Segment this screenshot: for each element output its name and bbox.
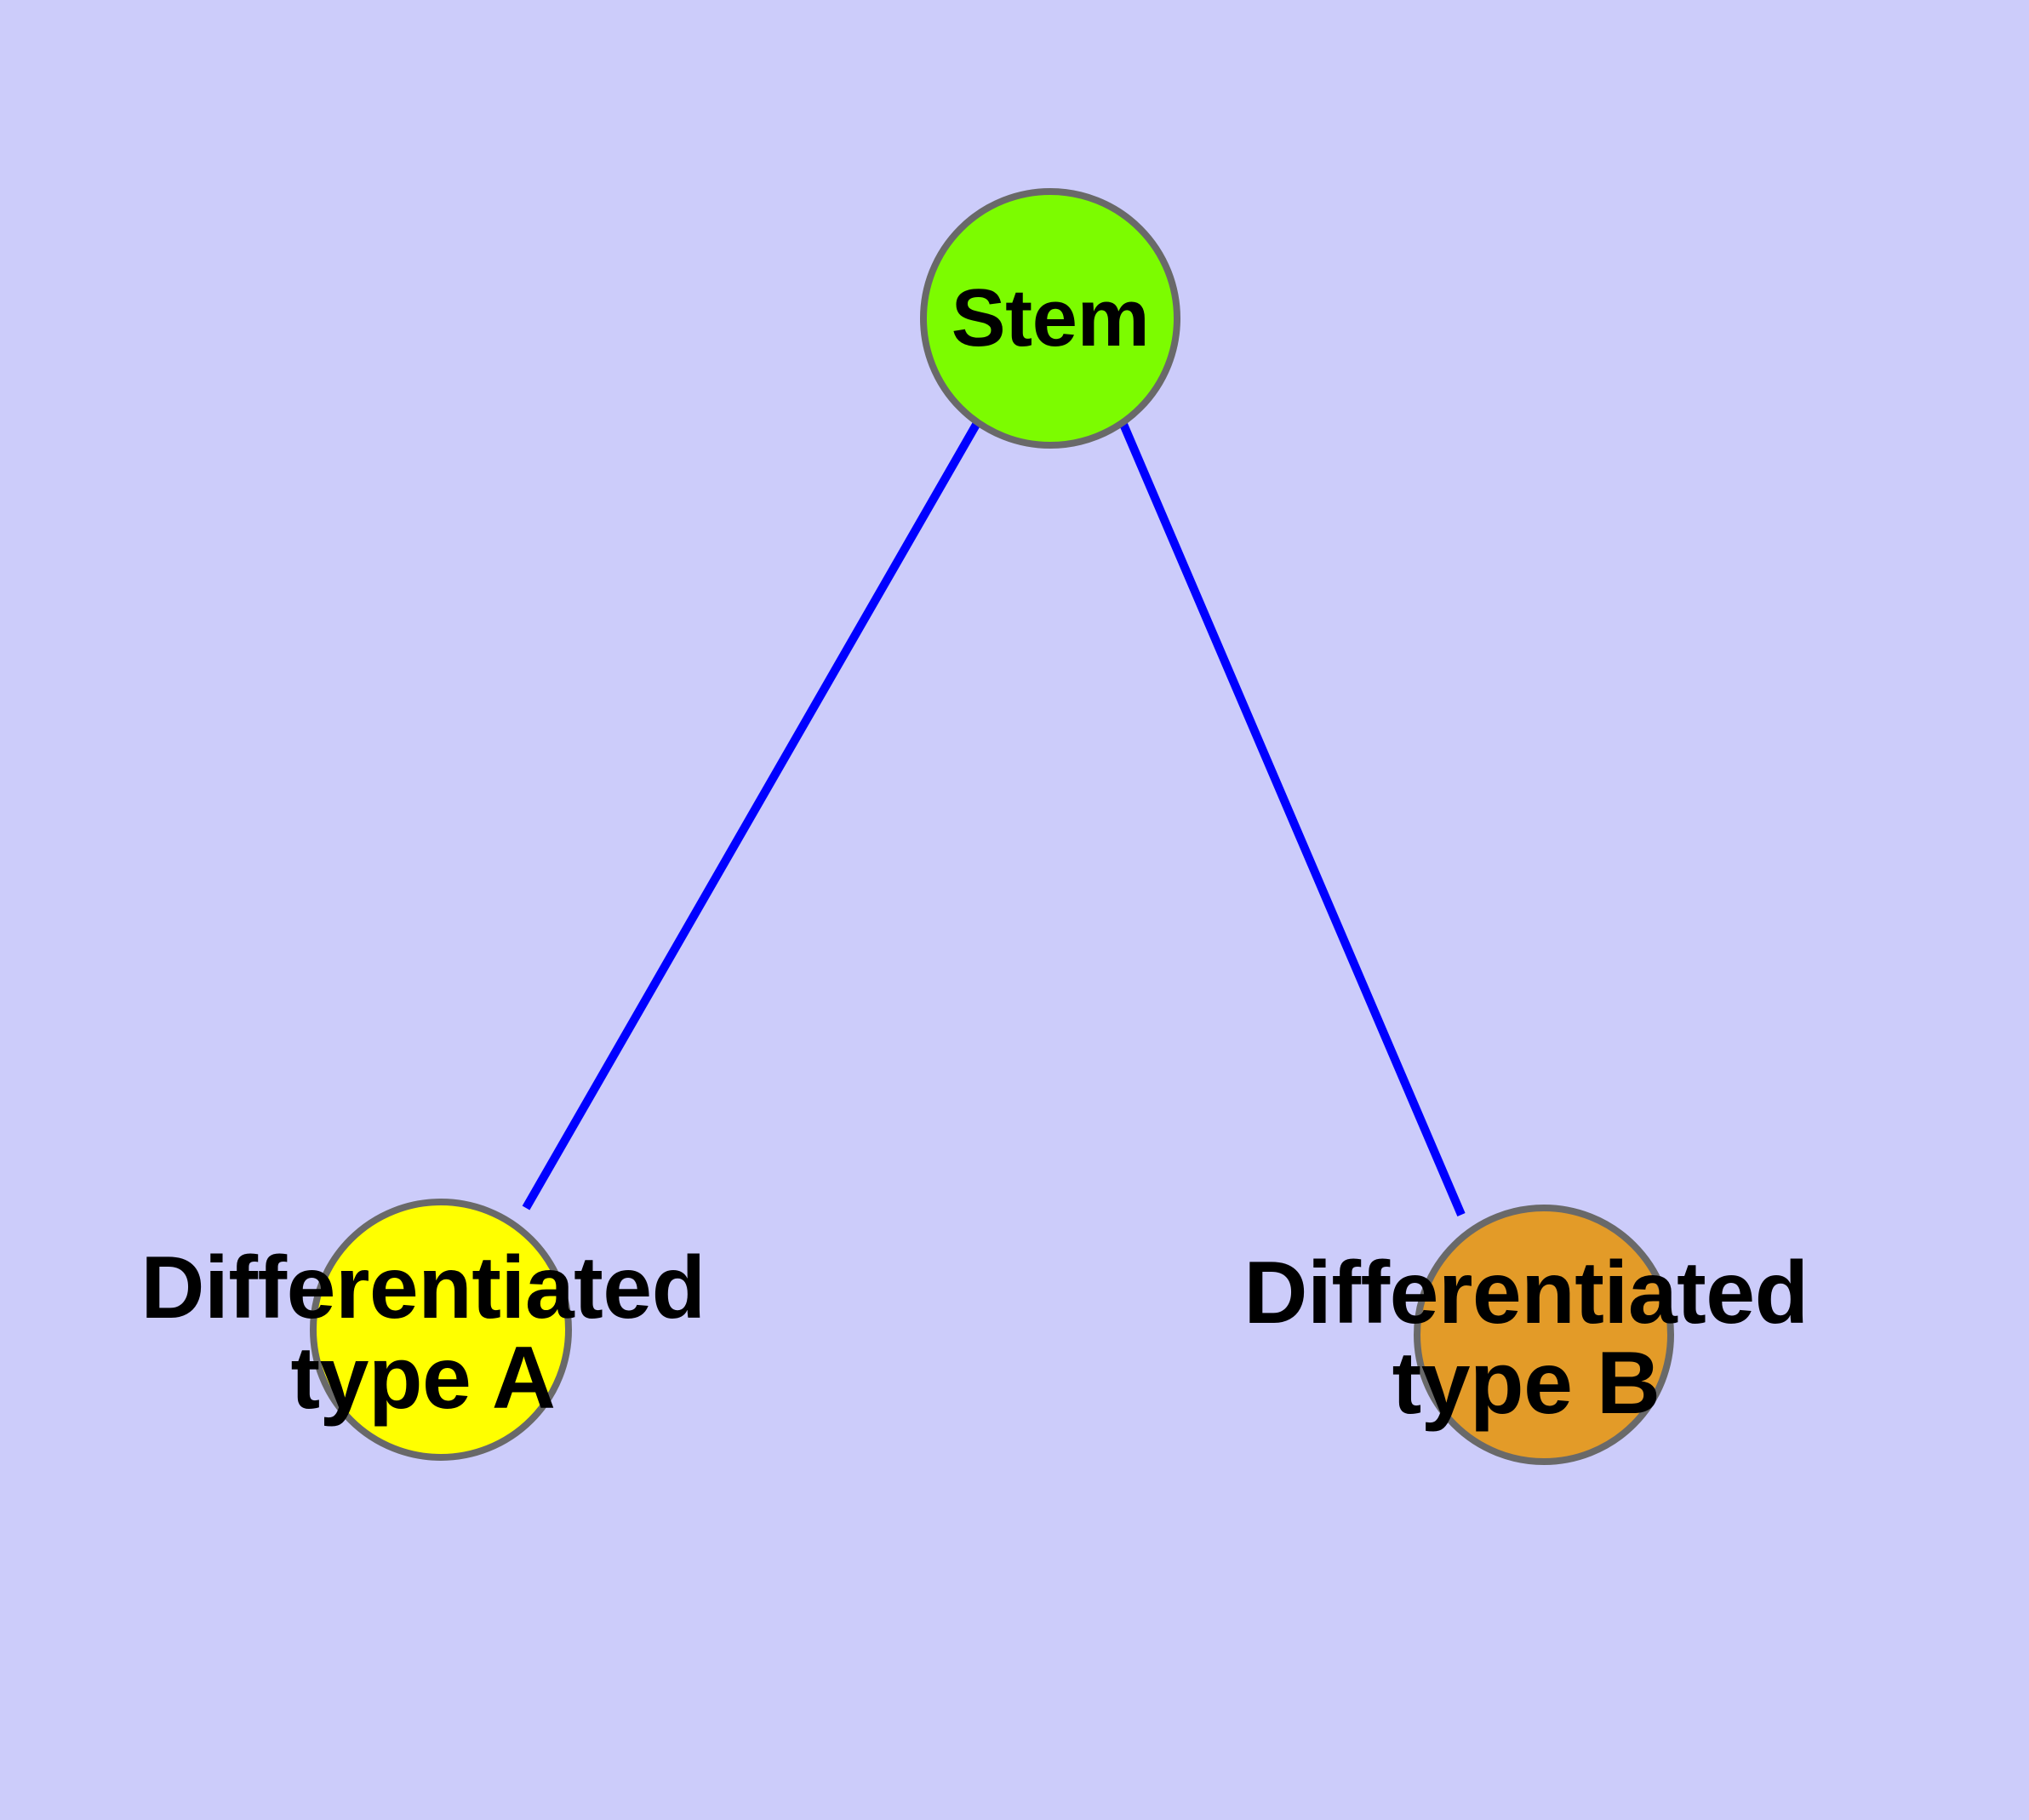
node-differentiated-type-a-circle[interactable] [310,1199,572,1461]
edge-layer [522,421,1466,1216]
node-differentiated-type-b-circle[interactable] [1414,1205,1674,1465]
node-layer [310,188,1674,1465]
node-stem-circle[interactable] [920,188,1180,449]
edge-stem-to-differentiated-type-a[interactable] [522,421,981,1210]
edge-stem-to-differentiated-type-b[interactable] [1118,421,1466,1216]
